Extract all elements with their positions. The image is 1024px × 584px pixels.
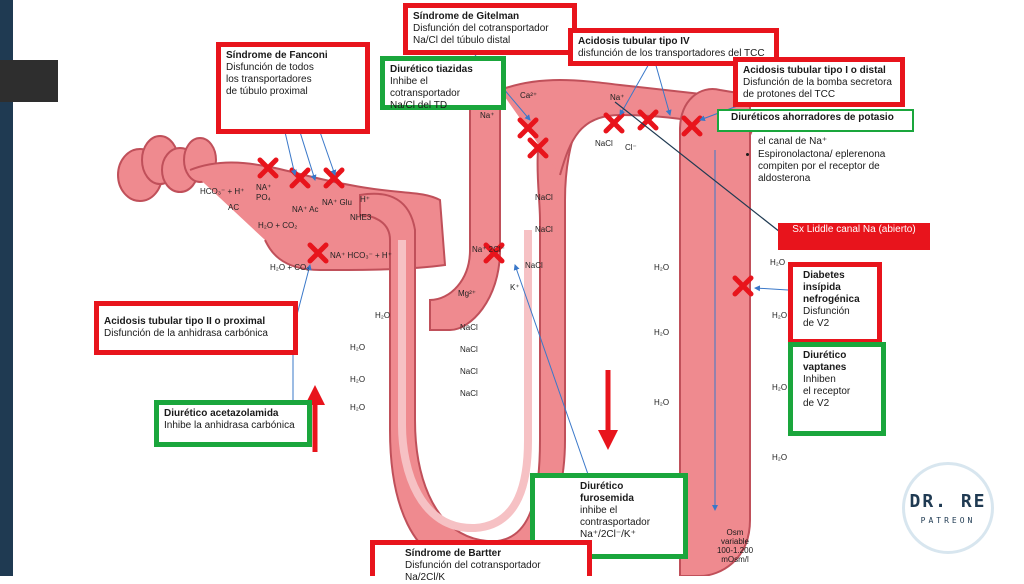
- box-tipo4-title: Acidosis tubular tipo IV: [578, 36, 690, 47]
- label-h2o-11: H₂O: [772, 383, 787, 392]
- box-acetazolamida: Diurético acetazolamida Inhibe la anhidr…: [154, 400, 312, 447]
- left-stripe: [0, 0, 13, 576]
- label-nacl-2: NaCl: [535, 193, 553, 202]
- box-bartter-desc: Disfunción del cotransportador Na/2Cl/K: [405, 560, 541, 583]
- label-na2cl: Na⁺ 2Cl⁻: [472, 245, 505, 254]
- box-diabetes: Diabetes insípida nefrogénica Disfunción…: [788, 262, 882, 344]
- box-bartter: Síndrome de Bartter Disfunción del cotra…: [370, 540, 592, 583]
- label-nacl-1: NaCl: [595, 139, 613, 148]
- label-po4: PO₄: [256, 193, 271, 202]
- label-h2o-co2: H₂O + CO₂: [258, 221, 297, 230]
- label-nhe3: NHE3: [350, 213, 372, 222]
- box-tipo1-title: Acidosis tubular tipo I o distal: [743, 65, 886, 76]
- box-diabetes-desc: Disfunción de V2: [803, 306, 850, 329]
- label-ca: Ca²⁺: [520, 91, 537, 100]
- label-na-dt: Na⁺: [480, 111, 494, 120]
- label-na-ac: NA⁺ Ac: [292, 205, 318, 214]
- box-bartter-title: Síndrome de Bartter: [405, 548, 502, 559]
- box-tiazidas: Diurético tiazidas Inhibe el cotransport…: [380, 56, 506, 111]
- box-gitelman-desc: Disfunción del cotransportador Na/Cl del…: [413, 23, 549, 46]
- box-gitelman-title: Síndrome de Gitelman: [413, 11, 520, 22]
- label-nacl-4: NaCl: [525, 261, 543, 270]
- label-mg: Mg²⁺: [458, 289, 476, 298]
- label-h2o-9: H₂O: [770, 258, 785, 267]
- box-tipo4-desc: disfunción de los transportadores del TC…: [578, 48, 765, 59]
- box-ahorradores: Diuréticos ahorradores de potasio: [717, 109, 914, 132]
- label-h2o-12: H₂O: [772, 453, 787, 462]
- box-tiazidas-desc: Inhibe el cotransportador Na/Cl del TD: [390, 76, 461, 111]
- box-tipo1-desc: Disfunción de la bomba secretora de prot…: [743, 77, 892, 100]
- box-furosemida-desc: inhibe el contrasportador Na⁺/2Cl⁻/K⁺: [580, 505, 651, 540]
- logo-subtext: PATREON: [920, 516, 976, 525]
- logo-text: DR. RE: [909, 491, 987, 512]
- osm-label: Osm variable 100-1.200 mOsm/l: [716, 528, 754, 564]
- box-fanconi-title: Síndrome de Fanconi: [226, 50, 328, 61]
- label-h2o-6: H₂O: [654, 328, 669, 337]
- box-acetazolamida-title: Diurético acetazolamida: [164, 408, 279, 419]
- label-nacl-7: NaCl: [460, 367, 478, 376]
- label-hco3: HCO₃⁻ + H⁺: [200, 187, 244, 196]
- label-nacl-6: NaCl: [460, 345, 478, 354]
- label-na-cd: Na⁺: [610, 93, 624, 102]
- box-fanconi: Síndrome de Fanconi Disfunción de todos …: [216, 42, 370, 134]
- label-h2o-3: H₂O: [350, 375, 365, 384]
- label-h2o-10: H₂O: [772, 311, 787, 320]
- box-vaptanes-title: Diurético vaptanes: [803, 350, 847, 373]
- box-ahorradores-title: Diuréticos ahorradores de potasio: [731, 112, 894, 123]
- box-acetazolamida-desc: Inhibe la anhidrasa carbónica: [164, 420, 295, 431]
- box-tipo2-desc: Disfunción de la anhidrasa carbónica: [104, 328, 268, 339]
- box-diabetes-title: Diabetes insípida nefrogénica: [803, 270, 860, 305]
- label-h2o-2: H₂O: [350, 343, 365, 352]
- box-tiazidas-title: Diurético tiazidas: [390, 64, 473, 75]
- slide-tab: [0, 60, 58, 102]
- box-fanconi-desc: Disfunción de todos los transportadores …: [226, 62, 314, 97]
- label-cl: Cl⁻: [625, 143, 637, 152]
- ahorradores-item-2: Espironolactona/ eplerenona compiten por…: [758, 149, 898, 185]
- nephron-diagram: NA⁺ PO₄ NA⁺ Ac NA⁺ Glu HCO₃⁻ + H⁺ AC H₂O…: [117, 54, 789, 576]
- liddle-label: Sx Liddle canal Na (abierto): [778, 223, 930, 250]
- box-vaptanes-desc: Inhiben el receptor de V2: [803, 374, 851, 409]
- label-nacl-3: NaCl: [535, 225, 553, 234]
- box-tipo1: Acidosis tubular tipo I o distal Disfunc…: [733, 57, 905, 107]
- label-nacl-8: NaCl: [460, 389, 478, 398]
- box-furosemida-title: Diurético furosemida: [580, 481, 634, 504]
- box-vaptanes: Diurético vaptanes Inhiben el receptor d…: [788, 342, 886, 436]
- label-h: H⁺: [360, 195, 370, 204]
- label-h2o-co2b: H₂O + CO₂: [270, 263, 309, 272]
- label-h2o-5: H₂O: [654, 263, 669, 272]
- label-h2o-7: H₂O: [654, 398, 669, 407]
- label-na-hco3: NA⁺ HCO₃⁻ + H⁺: [330, 251, 392, 260]
- slide-canvas: NA⁺ PO₄ NA⁺ Ac NA⁺ Glu HCO₃⁻ + H⁺ AC H₂O…: [60, 0, 902, 576]
- label-nacl-5: NaCl: [460, 323, 478, 332]
- label-na-glu: NA⁺ Glu: [322, 198, 352, 207]
- label-na: NA⁺: [256, 183, 271, 192]
- label-ac: AC: [228, 203, 239, 212]
- box-gitelman: Síndrome de Gitelman Disfunción del cotr…: [403, 3, 577, 55]
- label-k: K⁺: [510, 283, 520, 292]
- dr-re-logo: DR. RE PATREON: [902, 462, 994, 554]
- label-h2o-1: H₂O: [375, 311, 390, 320]
- thick-ascending: [429, 88, 501, 331]
- box-tipo2: Acidosis tubular tipo II o proximal Disf…: [94, 301, 298, 355]
- box-tipo2-title: Acidosis tubular tipo II o proximal: [104, 316, 266, 327]
- label-h2o-4: H₂O: [350, 403, 365, 412]
